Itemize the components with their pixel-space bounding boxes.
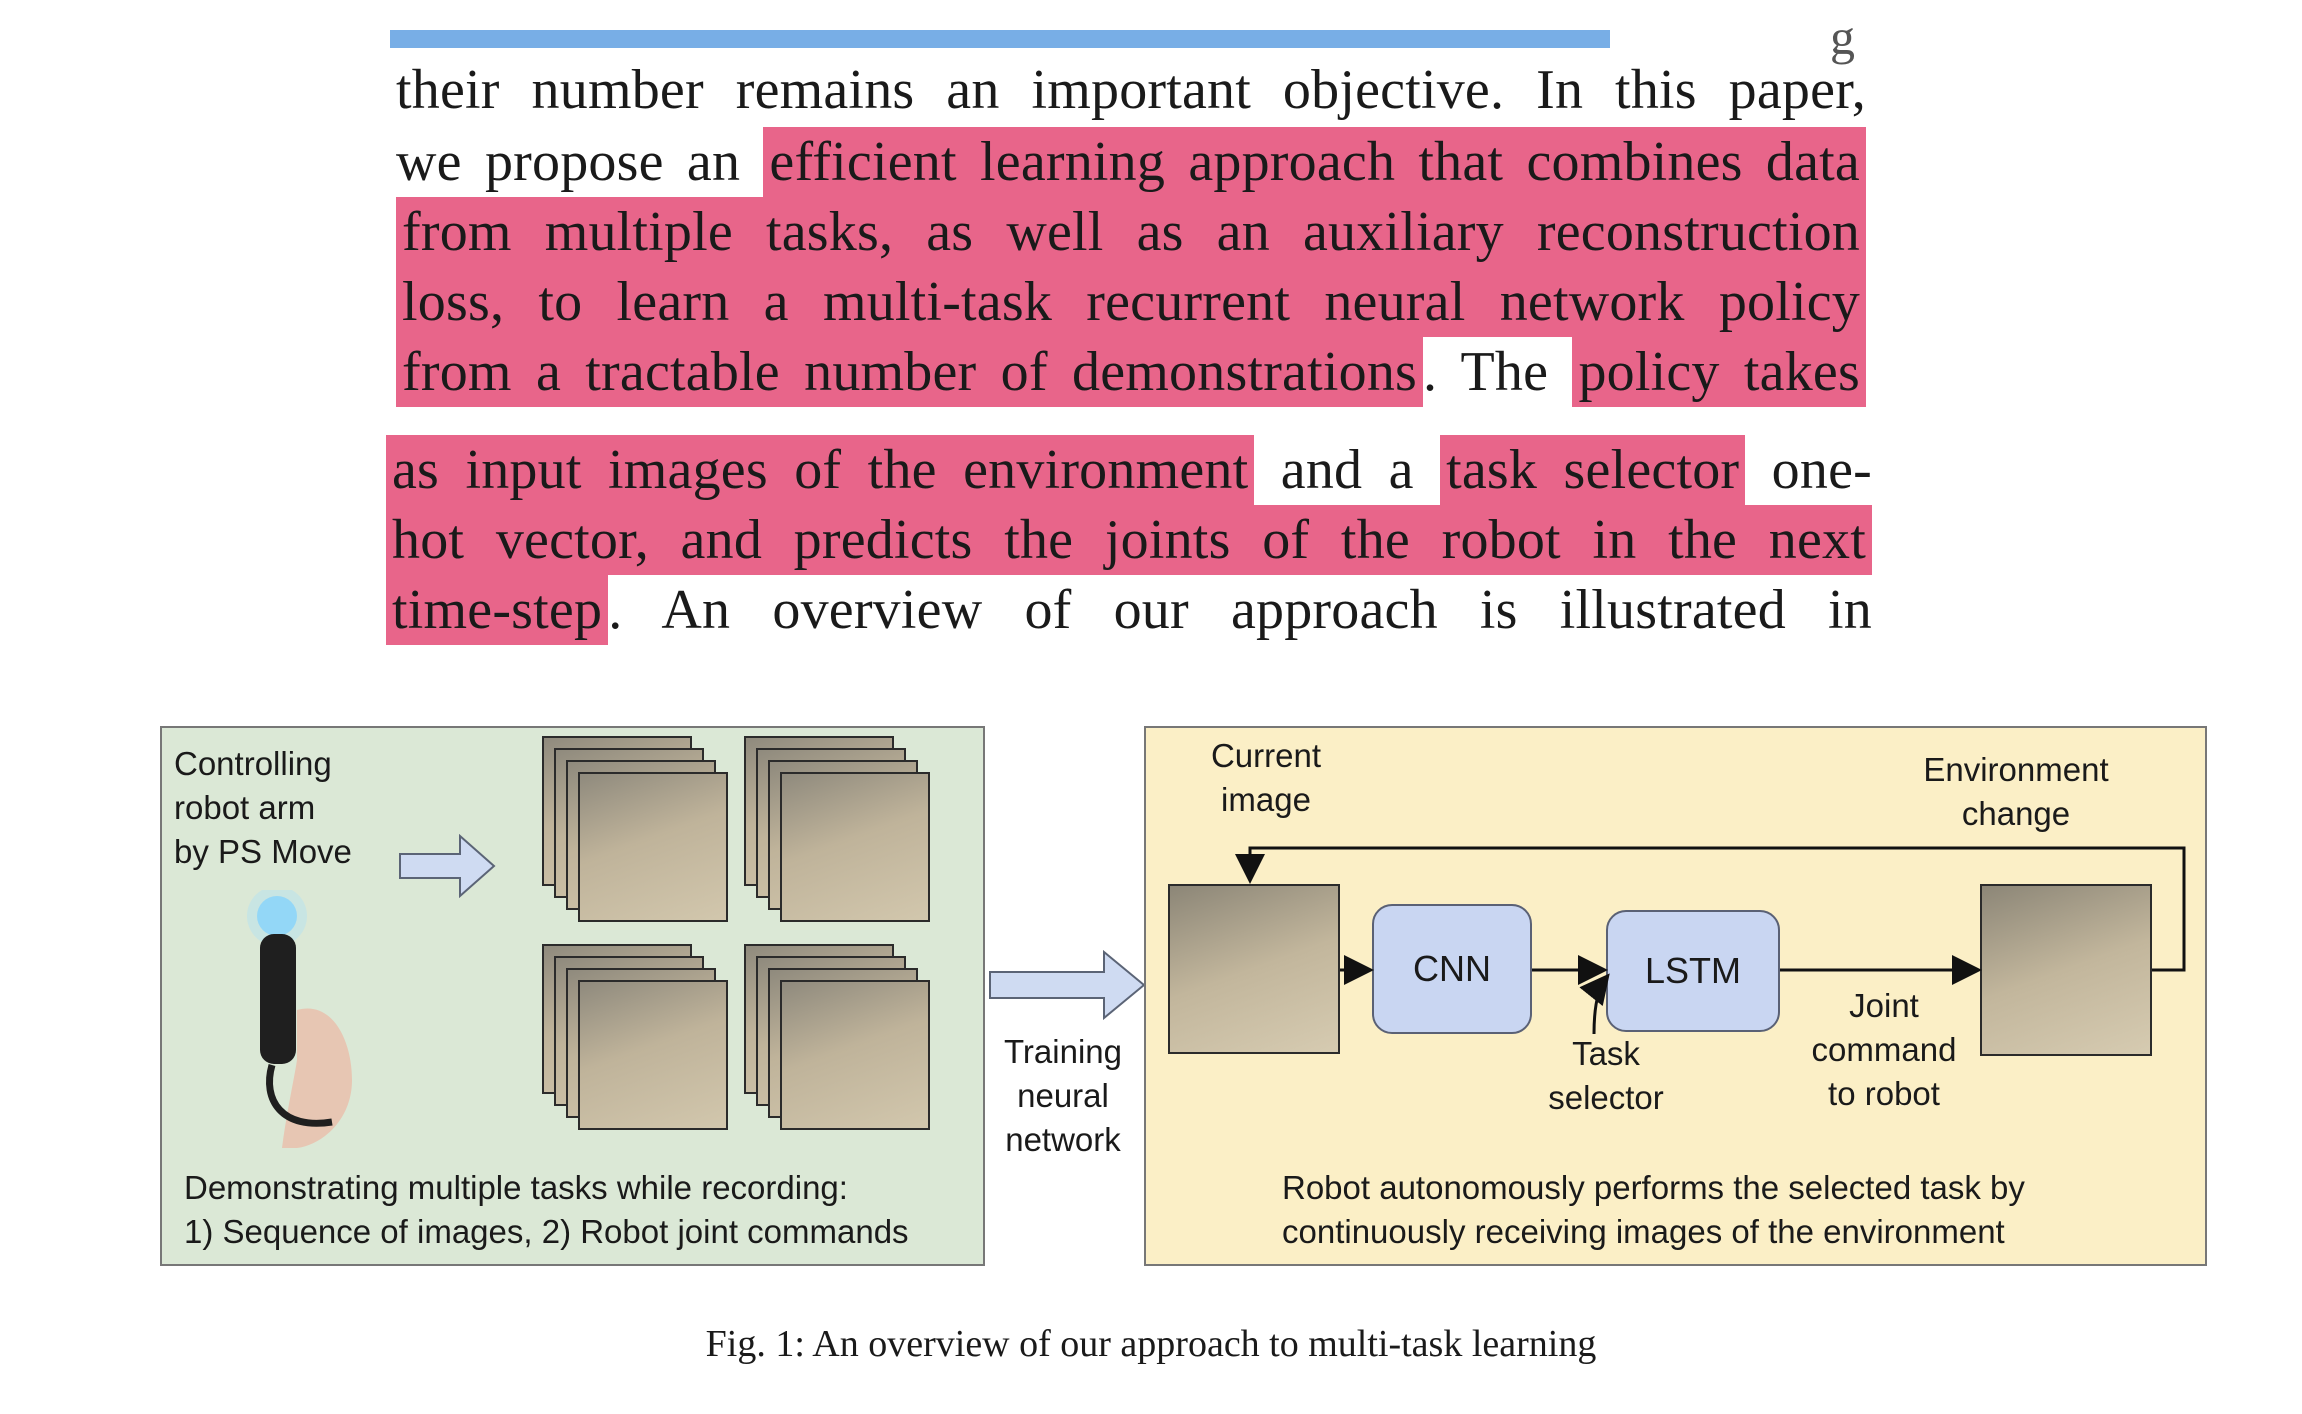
paragraph-line: as input images of the environment and a… [386,435,1872,505]
flow-arrows [1235,846,2186,1035]
highlighted-text: hot vector, and predicts the joints of t… [386,505,1872,575]
highlighted-text: policy takes [1572,337,1866,407]
highlighted-text: task selector [1440,435,1746,505]
top-fragment: g [1830,9,1855,65]
paragraph-line: loss, to learn a multi-task recurrent ne… [396,267,1866,337]
training-arrow-icon [989,950,1146,1020]
figure-caption: Fig. 1: An overview of our approach to m… [705,1323,1597,1365]
body-paragraph: their number remains an important object… [0,0,2302,680]
autonomous-label: Robot autonomously performs the selected… [1282,1169,2025,1250]
controlling-label: Controlling robot arm by PS Move [174,745,352,870]
arrow-icon [399,834,496,898]
paragraph-line: from a tractable number of demonstration… [396,337,1866,407]
paragraph-text: . An overview of our approach is illustr… [608,579,1872,641]
paragraph-line: their number remains an important object… [396,60,1866,120]
highlighted-text: loss, to learn a multi-task recurrent ne… [396,267,1866,337]
task-selector-label: Task selector [1548,1035,1664,1116]
paragraph-text: one- [1745,439,1872,501]
highlighted-text: time-step [386,575,609,645]
training-label: Training neural network [1004,1033,1122,1158]
highlighted-text: as input images of the environment [386,435,1255,505]
environment-change-label: Environment change [1923,751,2109,832]
paragraph-text: we propose an [396,131,764,193]
paragraph-line: from multiple tasks, as well as an auxil… [396,197,1866,267]
lstm-block: LSTM [1606,910,1780,1032]
selection-bar [390,30,1610,48]
highlighted-text: from a tractable number of demonstration… [396,337,1424,407]
current-image-photo [1168,884,1340,1054]
cnn-block: CNN [1372,904,1532,1034]
highlighted-text: from multiple tasks, as well as an auxil… [396,197,1866,267]
current-image-label: Current image [1210,737,1322,818]
ps-move-controller-icon [247,890,352,1148]
paragraph-text: their number remains an important object… [396,59,1866,121]
paragraph-line: we propose an efficient learning approac… [396,127,1866,197]
autonomous-panel: Current image Environment change CNN LST… [1144,726,2207,1266]
joint-command-label: Joint command to robot [1811,987,1957,1112]
paragraph-line: hot vector, and predicts the joints of t… [386,505,1872,575]
demonstration-panel: Controlling robot arm by PS Move Demonst… [160,726,985,1266]
highlighted-text: efficient learning approach that combine… [763,127,1866,197]
paragraph-text: . The [1423,341,1573,403]
paragraph-text: and a [1254,439,1441,501]
paragraph-line: time-step. An overview of our approach i… [386,575,1872,645]
demonstrating-label: Demonstrating multiple tasks while recor… [184,1169,909,1250]
